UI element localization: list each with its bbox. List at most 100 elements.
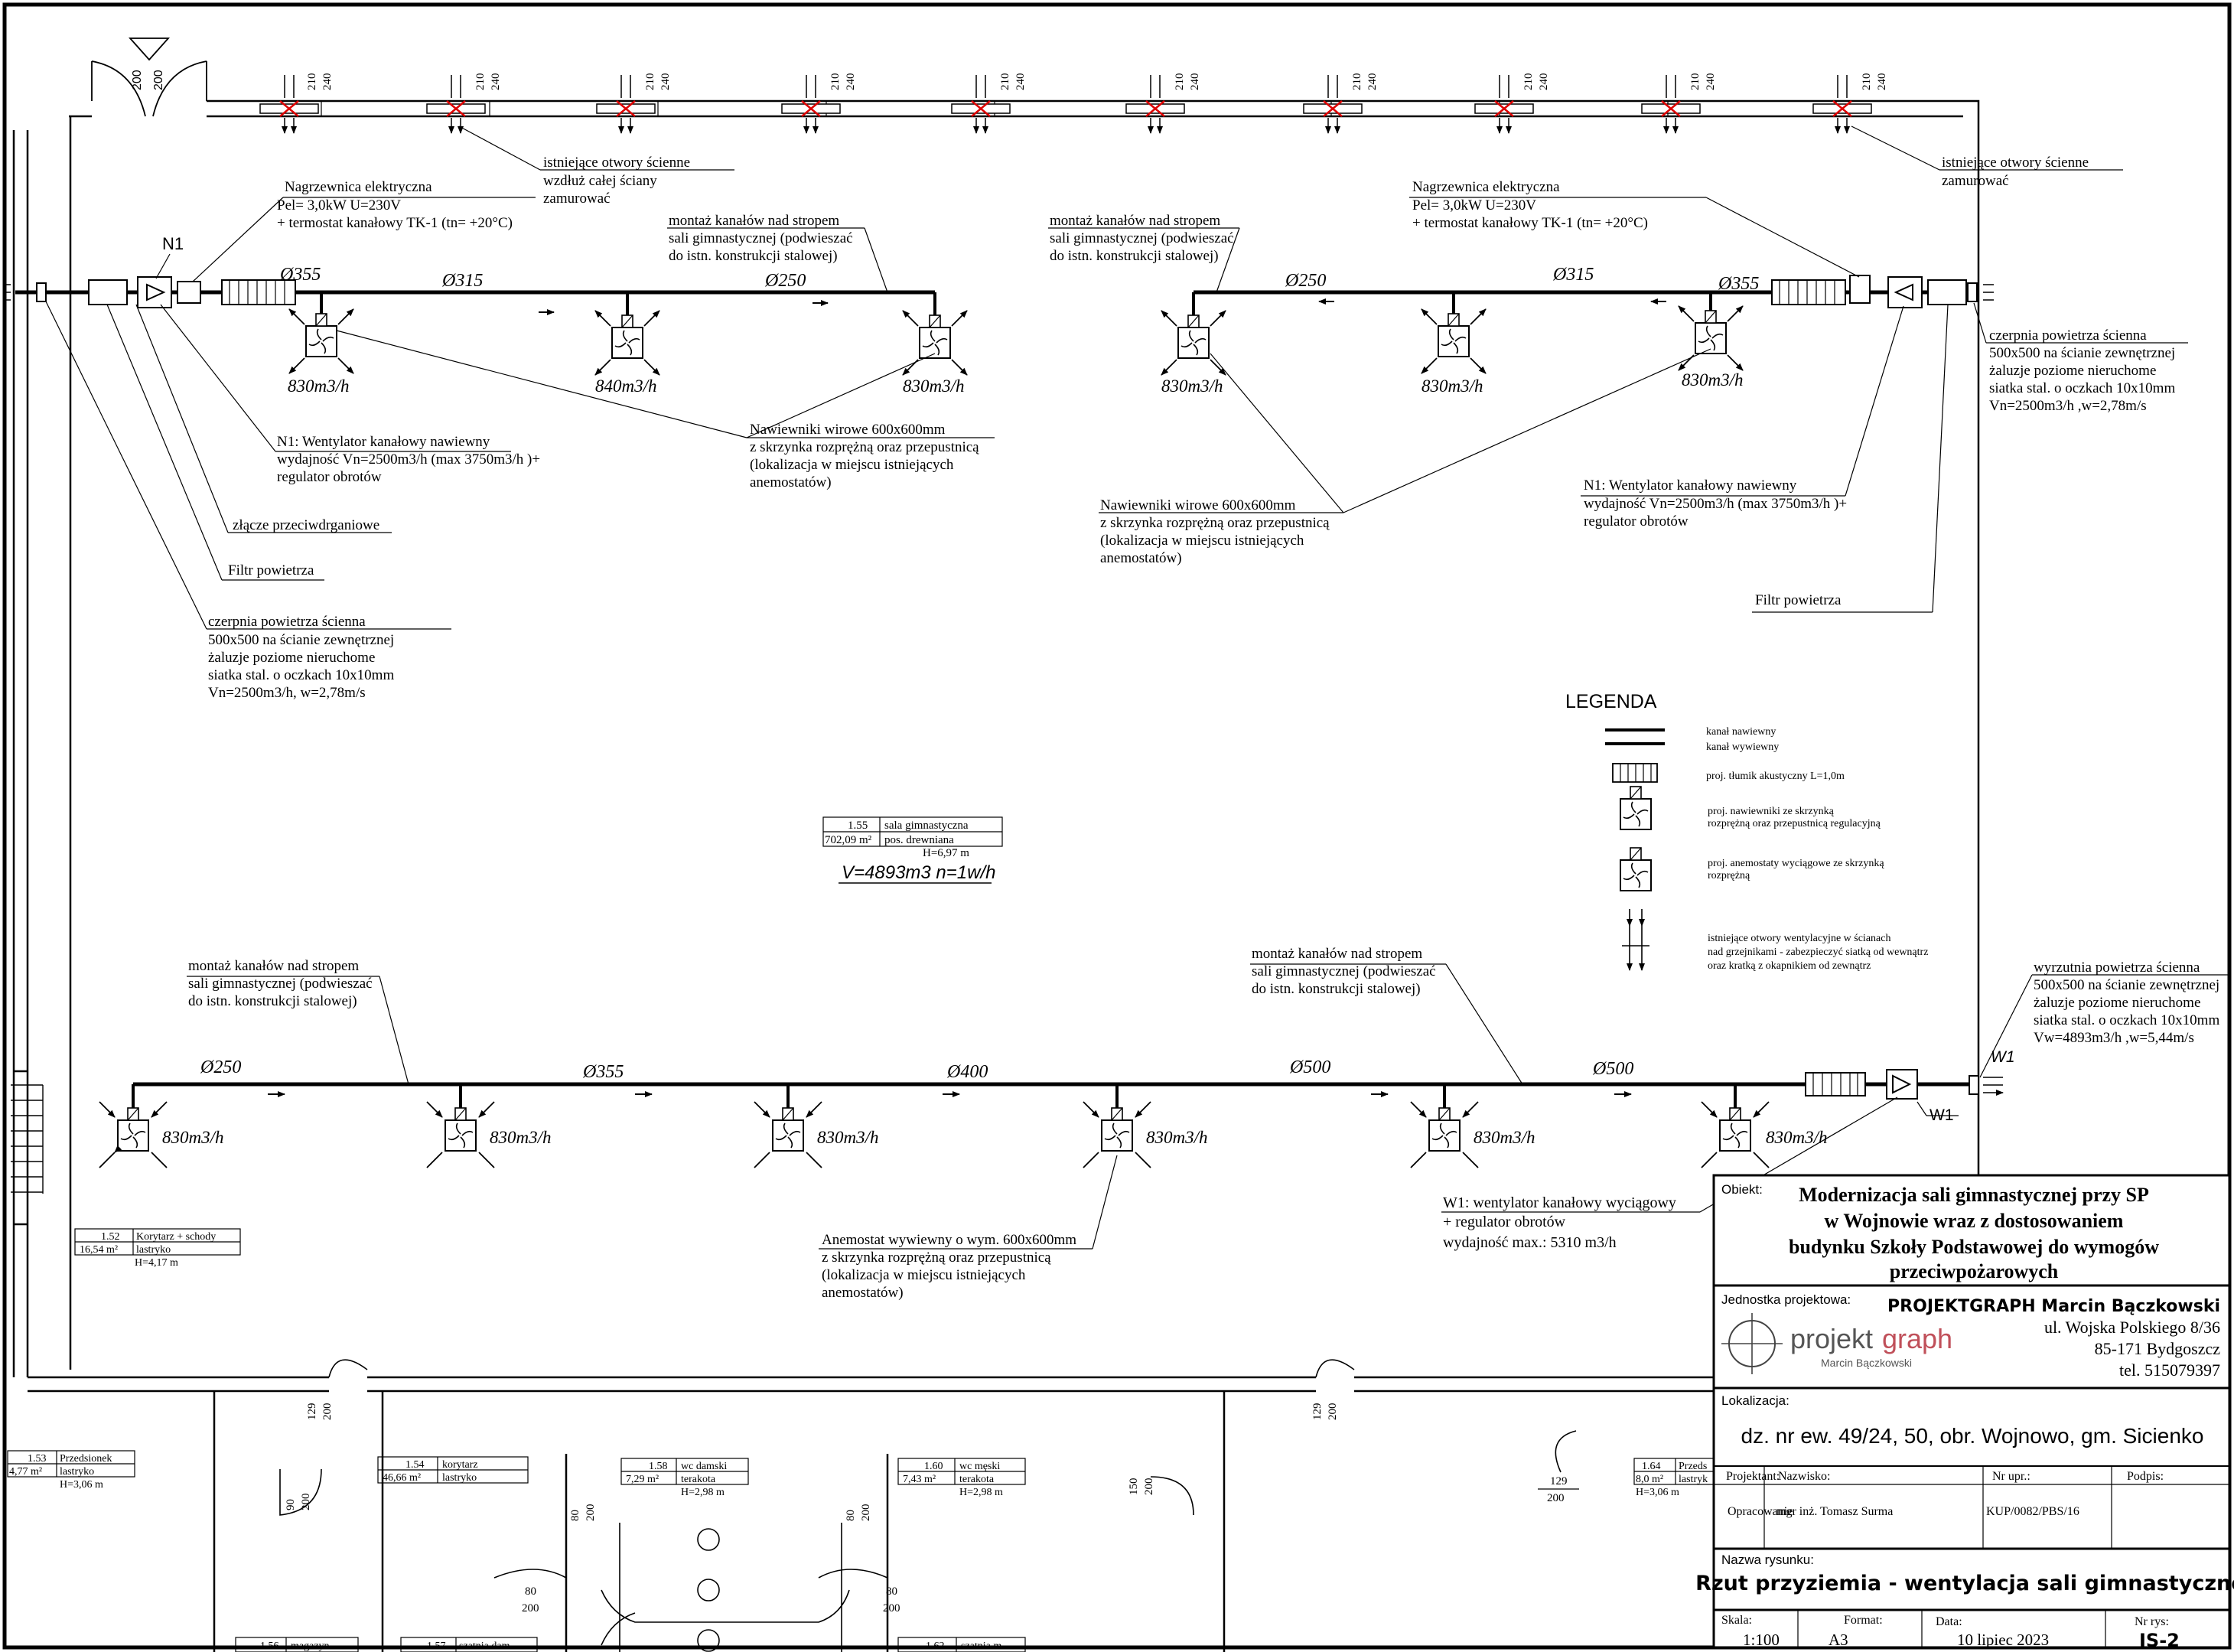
- svg-text:Nr upr.:: Nr upr.:: [1992, 1470, 2030, 1483]
- door-dim: 200: [152, 70, 165, 90]
- svg-text:1.54: 1.54: [405, 1459, 425, 1471]
- svg-text:Ø315: Ø315: [441, 271, 483, 291]
- svg-text:+ termostat kanałowy TK-1 (tn=: + termostat kanałowy TK-1 (tn= +20°C): [1412, 215, 1648, 231]
- svg-text:210: 210: [1861, 73, 1873, 91]
- svg-text:graph: graph: [1882, 1323, 1952, 1354]
- note-openings-right: istniejące otwory ścienne zamurować: [1851, 125, 2123, 189]
- svg-text:sali gimnastycznej (podwieszać: sali gimnastycznej (podwieszać: [1252, 963, 1436, 979]
- svg-text:siatka stal. o oczkach 10x10mm: siatka stal. o oczkach 10x10mm: [1989, 380, 2175, 396]
- svg-text:Nagrzewnica elektryczna: Nagrzewnica elektryczna: [1412, 179, 1560, 195]
- svg-text:500x500 na ścianie zewnętrznej: 500x500 na ścianie zewnętrznej: [208, 632, 394, 648]
- svg-text:200: 200: [860, 1504, 872, 1522]
- svg-text:wc męski: wc męski: [959, 1461, 1000, 1472]
- svg-text:210: 210: [1351, 73, 1363, 91]
- svg-text:siatka stal. o oczkach 10x10mm: siatka stal. o oczkach 10x10mm: [208, 667, 394, 683]
- svg-text:200: 200: [1143, 1478, 1155, 1496]
- svg-text:840m3/h: 840m3/h: [595, 376, 657, 396]
- svg-text:wydajność Vn=2500m3/h (max 375: wydajność Vn=2500m3/h (max 3750m3/h )+: [277, 451, 540, 468]
- svg-text:z skrzynka rozprężną oraz prze: z skrzynka rozprężną oraz przepustnicą: [822, 1250, 1051, 1266]
- svg-text:montaż kanałów nad stropem: montaż kanałów nad stropem: [1050, 213, 1220, 229]
- svg-text:Opracowanie: Opracowanie: [1728, 1505, 1793, 1518]
- svg-text:Projektant:: Projektant:: [1726, 1470, 1780, 1483]
- svg-text:Nawiewniki wirowe 600x600mm: Nawiewniki wirowe 600x600mm: [750, 422, 946, 438]
- svg-text:złącze przeciwdrganiowe: złącze przeciwdrganiowe: [233, 517, 379, 533]
- svg-text:żaluzje poziome nieruchome: żaluzje poziome nieruchome: [1989, 363, 2156, 379]
- svg-text:anemostatów): anemostatów): [1100, 550, 1182, 566]
- svg-text:wydajność max.: 5310 m3/h: wydajność max.: 5310 m3/h: [1443, 1234, 1617, 1251]
- svg-text:mgr inż. Tomasz Surma: mgr inż. Tomasz Surma: [1776, 1505, 1893, 1518]
- svg-text:Ø355: Ø355: [279, 265, 321, 285]
- svg-text:830m3/h: 830m3/h: [1161, 376, 1223, 396]
- filter-note-right: Filtr powietrza: [1752, 304, 1949, 613]
- svg-text:terakota: terakota: [959, 1474, 995, 1485]
- legend: LEGENDA kanał nawiewny kanał wywiewny pr…: [1565, 691, 1928, 972]
- svg-text:korytarz: korytarz: [442, 1459, 478, 1471]
- svg-text:500x500 na ścianie zewnętrznej: 500x500 na ścianie zewnętrznej: [2034, 977, 2219, 993]
- svg-text:zamurować: zamurować: [543, 191, 611, 207]
- svg-text:Korytarz + schody: Korytarz + schody: [136, 1231, 216, 1243]
- svg-text:do istn. konstrukcji stalowej): do istn. konstrukcji stalowej): [188, 993, 357, 1009]
- svg-text:830m3/h: 830m3/h: [817, 1128, 879, 1147]
- fan-note-left: N1: Wentylator kanałowy nawiewny wydajno…: [160, 304, 540, 485]
- svg-text:Nagrzewnica elektryczna: Nagrzewnica elektryczna: [285, 179, 432, 195]
- svg-text:sali gimnastycznej (podwieszać: sali gimnastycznej (podwieszać: [669, 230, 853, 246]
- svg-text:240: 240: [321, 73, 334, 91]
- svg-text:Lokalizacja:: Lokalizacja:: [1721, 1393, 1789, 1408]
- svg-text:Ø500: Ø500: [1592, 1059, 1633, 1079]
- exhaust-mount-note-right: montaż kanałów nad stropem sali gimnasty…: [1250, 946, 1523, 1085]
- svg-text:szatnia dam.: szatnia dam.: [459, 1641, 513, 1652]
- svg-text:200: 200: [883, 1602, 900, 1615]
- anemostat-note: Anemostat wywiewny o wym. 600x600mm z sk…: [819, 1155, 1118, 1301]
- svg-text:Pel= 3,0kW U=230V: Pel= 3,0kW U=230V: [277, 197, 401, 213]
- svg-text:lastryko: lastryko: [442, 1472, 477, 1484]
- svg-text:Skala:: Skala:: [1721, 1614, 1752, 1627]
- svg-text:80: 80: [886, 1585, 897, 1598]
- filter-note-left: Filtr powietrza: [106, 304, 324, 581]
- svg-text:210: 210: [1174, 73, 1186, 91]
- svg-text:przeciwpożarowych: przeciwpożarowych: [1890, 1260, 2059, 1282]
- svg-text:830m3/h: 830m3/h: [903, 376, 965, 396]
- svg-text:rozprężną: rozprężną: [1708, 870, 1750, 881]
- svg-text:129: 129: [1311, 1403, 1324, 1421]
- svg-text:istniejące otwory ścienne: istniejące otwory ścienne: [543, 155, 690, 171]
- outlet-note: wyrzutnia powietrza ścienna 500x500 na ś…: [1979, 960, 2228, 1078]
- svg-text:129: 129: [306, 1403, 318, 1421]
- svg-text:240: 240: [490, 73, 502, 91]
- svg-text:830m3/h: 830m3/h: [288, 376, 350, 396]
- svg-text:Nr rys:: Nr rys:: [2135, 1615, 2169, 1628]
- svg-text:210: 210: [1522, 73, 1535, 91]
- svg-text:(lokalizacja w miejscu istniej: (lokalizacja w miejscu istniejących: [750, 457, 954, 473]
- svg-text:czerpnia powietrza ścienna: czerpnia powietrza ścienna: [208, 614, 366, 630]
- svg-text:proj. anemostaty wyciągowe ze: proj. anemostaty wyciągowe ze skrzynką: [1708, 858, 1884, 869]
- svg-text:85-171 Bydgoszcz: 85-171 Bydgoszcz: [2095, 1339, 2221, 1358]
- company-info: PROJEKTGRAPH Marcin Bączkowski ul. Wojsk…: [1887, 1297, 2220, 1380]
- supply-duct-left: [5, 276, 936, 318]
- svg-text:Przedsionek: Przedsionek: [60, 1453, 112, 1465]
- svg-text:w Wojnowie wraz z dostosowanie: w Wojnowie wraz z dostosowaniem: [1825, 1210, 2124, 1232]
- svg-text:siatka stal. o oczkach 10x10mm: siatka stal. o oczkach 10x10mm: [2034, 1012, 2219, 1028]
- drawing-title: Rzut przyziemia - wentylacja sali gimnas…: [1695, 1572, 2234, 1595]
- svg-text:wyrzutnia powietrza ścienna: wyrzutnia powietrza ścienna: [2034, 960, 2200, 976]
- exhaust-diameters: Ø250 Ø355 Ø400 Ø500 Ø500: [200, 1057, 1633, 1082]
- svg-text:830m3/h: 830m3/h: [490, 1128, 552, 1147]
- svg-text:W1: wentylator kanałowy wyciąg: W1: wentylator kanałowy wyciągowy: [1443, 1194, 1676, 1211]
- obiekt-title: Modernizacja sali gimnastycznej przy SP …: [1789, 1184, 2159, 1282]
- svg-text:lastryko: lastryko: [60, 1466, 94, 1478]
- svg-text:1.60: 1.60: [924, 1461, 943, 1472]
- unit-label: N1: [162, 234, 184, 253]
- svg-text:H=3,06 m: H=3,06 m: [60, 1479, 103, 1491]
- walls: [12, 99, 1980, 1652]
- door-dim: 200: [131, 70, 144, 90]
- exhaust-flow-labels: 830m3/h 830m3/h 830m3/h 830m3/h 830m3/h …: [162, 1128, 1828, 1147]
- svg-text:1.58: 1.58: [649, 1461, 668, 1472]
- svg-text:830m3/h: 830m3/h: [1766, 1128, 1828, 1147]
- svg-text:zamurować: zamurować: [1942, 173, 2009, 189]
- svg-text:Modernizacja sali gimnastyczne: Modernizacja sali gimnastycznej przy SP: [1799, 1184, 2149, 1206]
